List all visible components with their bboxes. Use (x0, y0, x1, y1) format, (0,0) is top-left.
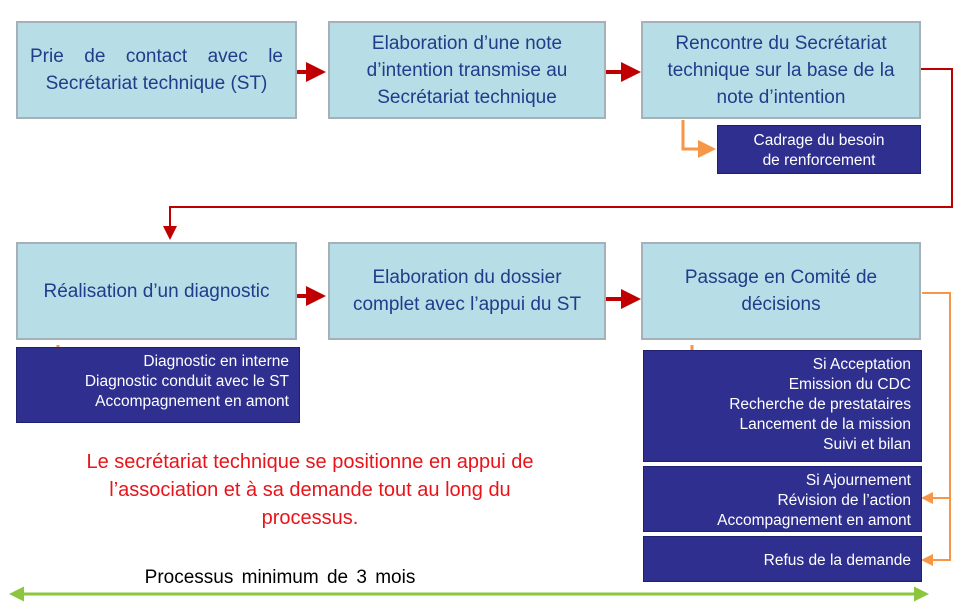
step-contact: Prie de contact avec le Secrétariat tech… (16, 21, 297, 119)
note-line: Diagnostic en interne (143, 353, 289, 370)
note-line: Suivi et bilan (823, 436, 911, 453)
note-line: de renforcement (762, 152, 876, 169)
note-line: Recherche de prestataires (729, 396, 911, 413)
note-line: Si Acceptation (812, 356, 911, 373)
note-cadrage: Cadrage du besoin de renforcement (717, 125, 921, 174)
flow-connector-row (163, 68, 953, 240)
step-note-intention: Elaboration d’une note d’intention trans… (328, 21, 606, 119)
step-dossier: Elaboration du dossier complet avec l’ap… (328, 242, 606, 340)
note-line: Diagnostic conduit avec le ST (84, 373, 289, 390)
step-rencontre: Rencontre du Secrétariat technique sur l… (641, 21, 921, 119)
note-line: Si Ajournement (805, 472, 911, 489)
step-comite: Passage en Comité de décisions (641, 242, 921, 340)
note-line: Refus de la demande (763, 552, 911, 569)
note-line: Emission du CDC (788, 376, 911, 393)
note-refus: Refus de la demande (643, 536, 922, 582)
note-diagnostic: Diagnostic en interne Diagnostic conduit… (16, 347, 300, 423)
center-note: Le secrétariat technique se positionne e… (86, 451, 534, 529)
note-line: Cadrage du besoin (753, 132, 885, 149)
note-ajournement: Si Ajournement Révision de l’action Acco… (643, 466, 922, 532)
note-line: Accompagnement en amont (717, 512, 911, 529)
process-duration-label: Processus minimum de 3 mois (144, 567, 416, 588)
note-line: Lancement de la mission (739, 416, 911, 433)
note-acceptation: Si Acceptation Emission du CDC Recherche… (643, 350, 922, 462)
branch-arrow-cadrage (681, 120, 716, 158)
note-line: Révision de l’action (777, 492, 911, 509)
branch-arrow-outcomes (921, 292, 951, 566)
note-line: Accompagnement en amont (95, 393, 289, 410)
step-diagnostic: Réalisation d’un diagnostic (16, 242, 297, 340)
